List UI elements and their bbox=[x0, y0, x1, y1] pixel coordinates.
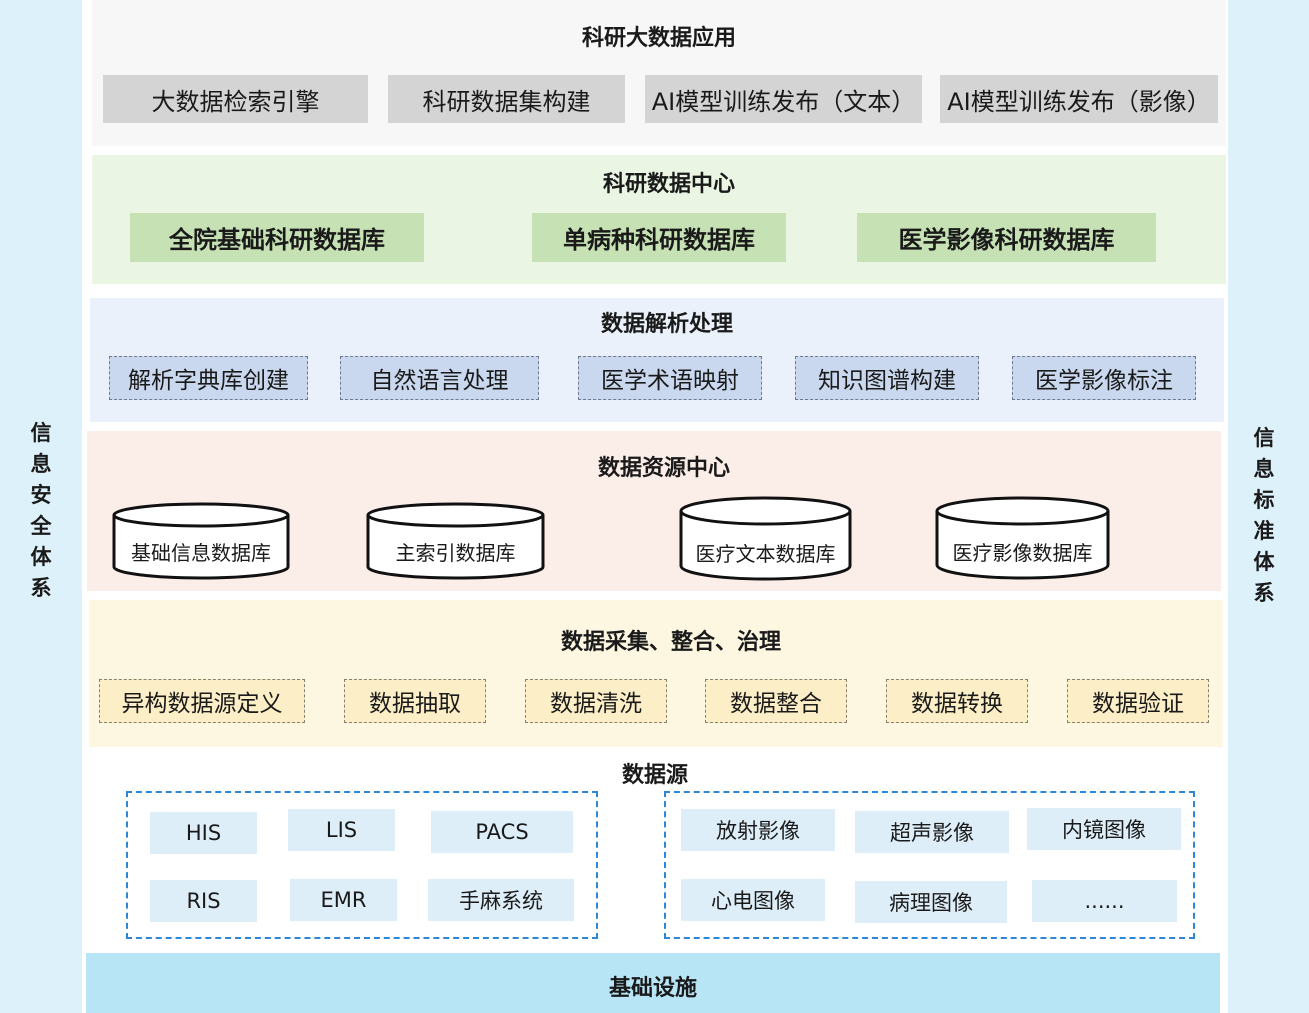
source-emr: EMR bbox=[290, 879, 397, 921]
collect-integrate: 数据整合 bbox=[705, 679, 847, 723]
cylinder-master-index-db: 主索引数据库 bbox=[366, 501, 545, 580]
parsing-title: 数据解析处理 bbox=[600, 312, 733, 337]
cylinder-medical-image-label: 医疗影像数据库 bbox=[952, 541, 1093, 565]
cylinder-medical-image-db: 医疗影像数据库 bbox=[935, 494, 1110, 580]
parse-nlp: 自然语言处理 bbox=[340, 356, 539, 400]
collection-title: 数据采集、整合、治理 bbox=[560, 630, 781, 655]
parse-dictionary: 解析字典库创建 bbox=[109, 356, 308, 400]
source-pathology-image: 病理图像 bbox=[855, 881, 1007, 923]
infrastructure-layer bbox=[86, 953, 1220, 1013]
source-ecg-image: 心电图像 bbox=[681, 879, 825, 921]
collect-transform: 数据转换 bbox=[886, 679, 1028, 723]
collect-source-definition: 异构数据源定义 bbox=[99, 679, 305, 723]
parse-knowledge-graph: 知识图谱构建 bbox=[795, 356, 979, 400]
standard-system-column bbox=[1228, 0, 1309, 1013]
parse-image-annotation: 医学影像标注 bbox=[1012, 356, 1196, 400]
collect-clean: 数据清洗 bbox=[525, 679, 667, 723]
cylinder-medical-text-label: 医疗文本数据库 bbox=[695, 542, 836, 566]
source-radiology-image: 放射影像 bbox=[681, 809, 835, 851]
source-more: ...... bbox=[1032, 880, 1177, 922]
cylinder-medical-text-db: 医疗文本数据库 bbox=[679, 494, 852, 581]
cylinder-master-index-label: 主索引数据库 bbox=[395, 541, 516, 565]
collect-validate: 数据验证 bbox=[1067, 679, 1209, 723]
collect-extract: 数据抽取 bbox=[344, 679, 486, 723]
source-endoscopy-image: 内镜图像 bbox=[1027, 808, 1181, 850]
source-pacs: PACS bbox=[431, 811, 573, 853]
source-lis: LIS bbox=[288, 809, 395, 851]
parse-term-mapping: 医学术语映射 bbox=[578, 356, 762, 400]
security-system-label: 信 息 安 全 体 系 bbox=[30, 421, 52, 600]
source-ris: RIS bbox=[150, 880, 257, 922]
source-ultrasound-image: 超声影像 bbox=[855, 811, 1009, 853]
app-search-engine: 大数据检索引擎 bbox=[103, 75, 368, 123]
sources-title: 数据源 bbox=[621, 763, 688, 788]
cylinder-basic-info-label: 基础信息数据库 bbox=[131, 541, 271, 565]
db-single-disease: 单病种科研数据库 bbox=[532, 213, 786, 262]
cylinder-basic-info-db: 基础信息数据库 bbox=[112, 501, 290, 580]
resource-center-title: 数据资源中心 bbox=[597, 456, 730, 481]
research-apps-title: 科研大数据应用 bbox=[581, 26, 736, 51]
infrastructure-title: 基础设施 bbox=[608, 976, 697, 1001]
app-ai-image: AI模型训练发布（影像） bbox=[940, 75, 1218, 123]
research-center-title: 科研数据中心 bbox=[602, 172, 735, 197]
systems-source-group bbox=[126, 791, 598, 939]
app-ai-text: AI模型训练发布（文本） bbox=[645, 75, 922, 123]
source-anesthesia-system: 手麻系统 bbox=[428, 879, 574, 921]
standard-system-label: 信 息 标 准 体 系 bbox=[1253, 426, 1275, 605]
app-dataset-build: 科研数据集构建 bbox=[388, 75, 625, 123]
collection-layer bbox=[89, 600, 1223, 747]
db-imaging-research: 医学影像科研数据库 bbox=[857, 213, 1156, 262]
images-source-group bbox=[664, 791, 1195, 939]
source-his: HIS bbox=[150, 812, 257, 854]
db-hospital-research: 全院基础科研数据库 bbox=[130, 213, 424, 262]
security-system-column bbox=[0, 0, 82, 1013]
